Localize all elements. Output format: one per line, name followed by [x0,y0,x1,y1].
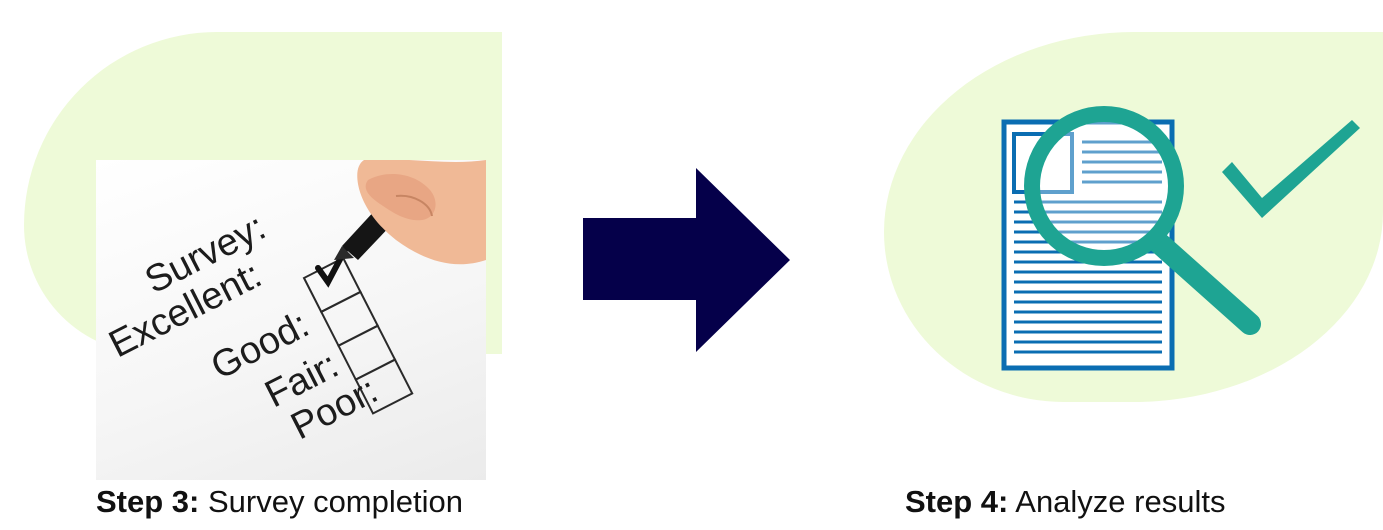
step4-caption: Step 4: Analyze results [905,486,1225,517]
step3-description: Survey completion [199,484,463,519]
survey-photo: Survey: Excellent: Good: Fair: Poor: [96,160,486,480]
right-arrow-icon [583,168,790,352]
survey-checkbox-grid [302,160,486,415]
hand-with-pen-icon [357,160,486,265]
magnifying-glass-icon [1024,106,1261,335]
step4-description: Analyze results [1008,484,1226,519]
analyze-results-illustration [1001,106,1360,371]
step3-label: Step 3: [96,484,200,519]
checkmark-icon [1222,120,1360,218]
step4-label: Step 4: [905,484,1009,519]
step3-caption: Step 3: Survey completion [96,486,463,517]
